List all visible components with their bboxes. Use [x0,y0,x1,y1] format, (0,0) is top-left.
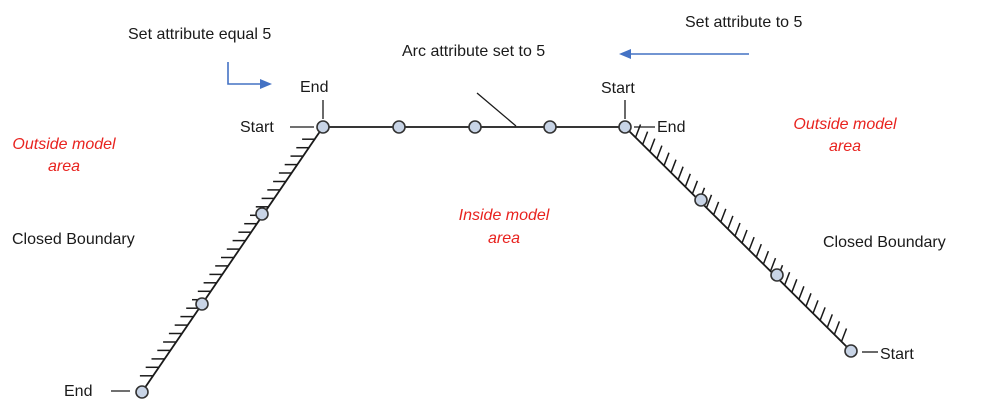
outside-right-label: Outside model [793,116,897,133]
node-top-mid3 [543,120,557,134]
right-hatch-mark [741,229,748,244]
top-left-start-label: Start [240,119,274,136]
right-hatch-mark [769,257,777,272]
top-right-end-label: End [657,119,685,136]
node-left-end [135,385,149,399]
right-boundary-label: Closed Boundary [823,234,946,251]
right-hatch-mark [712,201,720,216]
right-hatch-mark [720,208,727,223]
right-hatch-mark [805,293,812,307]
top-left-end-label: End [300,79,328,96]
node-left-mid2 [255,207,269,221]
inside-label: Inside model [459,207,550,224]
right-hatch-mark [748,236,755,251]
node-top-left [316,120,330,134]
right-hatch-mark [705,194,713,209]
right-hatch-mark [840,328,848,342]
right-hatch-mark [684,173,691,188]
right-hatch-mark [656,145,663,159]
bottom-left-end-label: End [64,383,92,400]
node-top-mid2 [468,120,482,134]
left-annotation-arrow [227,62,272,89]
left-boundary-label: Closed Boundary [12,231,135,248]
right-hatch-mark [783,271,791,286]
left-boundary-arc [141,126,324,393]
node-top-right [618,120,632,134]
right-hatch-mark [670,159,677,173]
right-hatch-mark [812,300,819,314]
right-hatch-mark [677,166,684,180]
right-hatch-mark [755,243,762,258]
vertices [135,120,858,399]
right-hatch-mark [762,250,770,265]
right-hatch-mark [663,152,670,166]
right-hatch-mark [791,279,798,293]
right-hatch-mark [691,180,699,195]
right-hatch-mark [727,215,734,230]
outside-left-label: Outside model [12,136,116,153]
node-right-start [844,344,858,358]
right-boundary-arc [624,126,852,352]
bottom-right-start-label: Start [880,346,914,363]
left-boundary-hatching [139,138,316,377]
arc-label-leader [476,92,517,127]
top-right-start-label: Start [601,80,635,97]
inside-label-2: area [488,230,520,247]
node-right-mid1 [694,193,708,207]
right-hatch-mark [833,321,841,335]
right-hatch-mark [819,307,826,321]
right-hatch-mark [798,286,805,300]
right-boundary-hatching [634,124,848,342]
right-hatch-mark [734,222,741,237]
right-hatch-mark [826,314,833,328]
set-attribute-left-label: Set attribute equal 5 [128,26,271,43]
arc-attribute-label: Arc attribute set to 5 [402,43,545,60]
right-hatch-mark [649,138,656,152]
right-hatch-mark [641,131,649,145]
node-right-mid2 [770,268,784,282]
node-left-mid1 [195,297,209,311]
node-top-mid1 [392,120,406,134]
outside-right-label-2: area [829,138,861,155]
outside-left-label-2: area [48,158,80,175]
right-annotation-arrow [619,49,749,59]
set-attribute-right-label: Set attribute to 5 [685,14,803,31]
